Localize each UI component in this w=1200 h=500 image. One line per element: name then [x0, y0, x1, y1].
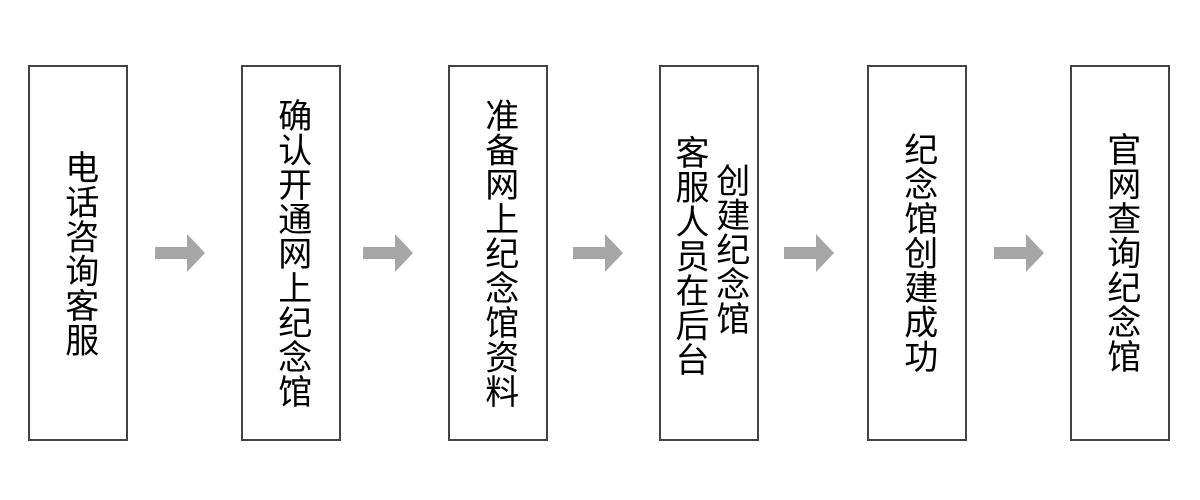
node-3-label: 准备网上纪念馆资料 — [478, 97, 519, 409]
arrow-right-icon-5 — [994, 234, 1044, 272]
arrow-right-icon-1 — [155, 234, 205, 272]
node-1-label: 电话咨询客服 — [58, 149, 99, 357]
node-2-label: 确认开通网上纪念馆 — [271, 97, 312, 409]
flowchart-node-4[interactable]: 创建纪念馆 客服人员在后台 — [659, 65, 759, 441]
arrow-right-icon-3 — [573, 234, 623, 272]
flowchart-node-1[interactable]: 电话咨询客服 — [28, 65, 128, 441]
node-6-label: 官网查询纪念馆 — [1100, 132, 1141, 374]
node-4-label-column-1: 客服人员在后台 — [669, 135, 709, 377]
node-4-label-column-2: 创建纪念馆 — [709, 163, 750, 336]
flowchart-node-2[interactable]: 确认开通网上纪念馆 — [241, 65, 341, 441]
flowchart-node-6[interactable]: 官网查询纪念馆 — [1070, 65, 1170, 441]
flowchart-node-5[interactable]: 纪念馆创建成功 — [867, 65, 967, 441]
flowchart-node-3[interactable]: 准备网上纪念馆资料 — [448, 65, 548, 441]
arrow-right-icon-2 — [363, 234, 413, 272]
arrow-right-icon-4 — [784, 234, 834, 272]
node-5-label: 纪念馆创建成功 — [897, 132, 938, 374]
